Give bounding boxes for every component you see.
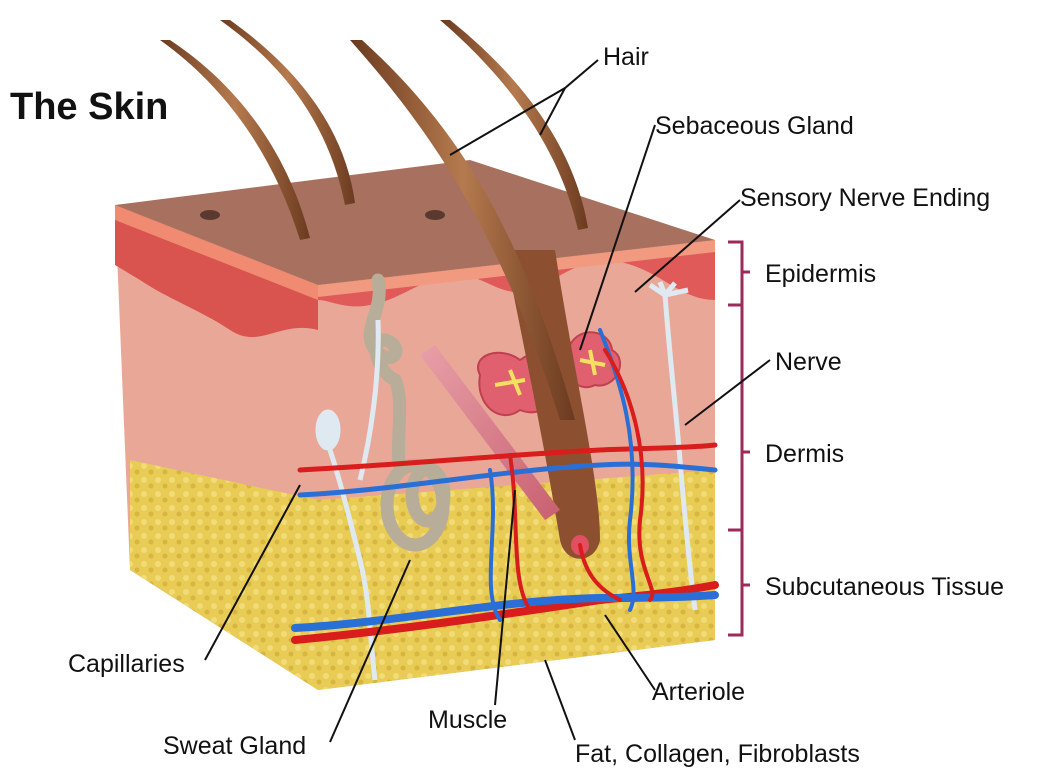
label-hair: Hair [603, 45, 649, 70]
label-dermis: Dermis [765, 442, 844, 467]
label-capillaries: Capillaries [68, 652, 185, 677]
label-epidermis: Epidermis [765, 262, 876, 287]
label-muscle: Muscle [428, 708, 507, 733]
pore [425, 210, 445, 220]
label-sweat-gland: Sweat Gland [163, 734, 306, 759]
label-sensory-nerve-ending: Sensory Nerve Ending [740, 186, 990, 211]
left-face [115, 205, 318, 690]
label-sebaceous-gland: Sebaceous Gland [655, 114, 854, 139]
label-fat-collagen-fibroblasts: Fat, Collagen, Fibroblasts [575, 742, 860, 767]
label-subcutaneous-tissue: Subcutaneous Tissue [765, 575, 1004, 600]
page-title: The Skin [10, 88, 168, 126]
layer-bracket [728, 242, 750, 635]
label-arteriole: Arteriole [652, 680, 745, 705]
pore [200, 210, 220, 220]
label-nerve: Nerve [775, 350, 842, 375]
